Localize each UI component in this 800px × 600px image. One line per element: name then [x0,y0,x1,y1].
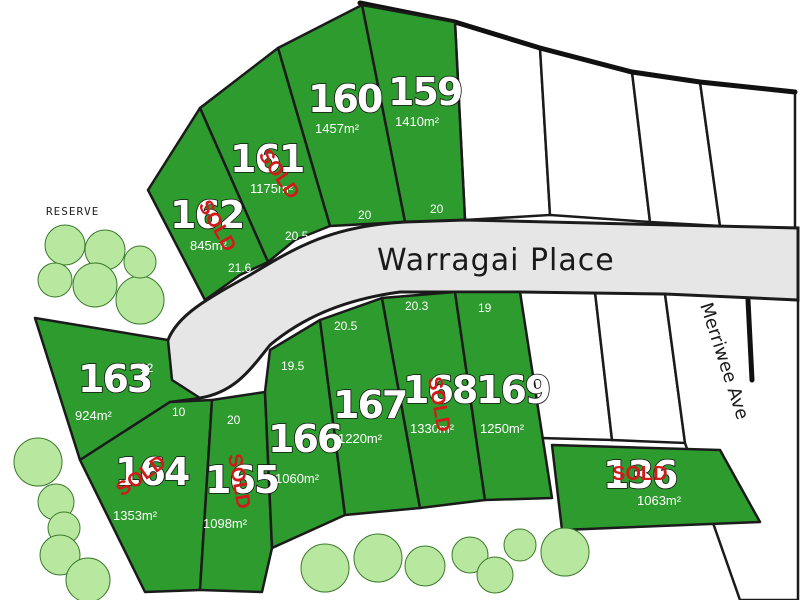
lot-161-frontage: 20.5 [285,229,309,243]
lot-169-area: 1250m² [480,421,525,436]
lot-166-area: 1060m² [275,471,320,486]
lot-159-number: 159 [388,70,462,114]
lot-136[interactable] [550,443,762,532]
lot-169-frontage: 19 [478,301,492,315]
lot-162[interactable] [146,106,270,302]
lot-159-area: 1410m² [395,114,440,129]
merriwee-edge-line [745,297,755,383]
lot-165-frontage: 20 [227,413,241,427]
tree [123,245,157,279]
lot-160-area: 1457m² [315,121,360,136]
lot-164-number: 164 [115,450,189,494]
lot-162-area: 845m² [190,238,228,253]
tree [503,528,537,562]
lot-161-number: 161 [230,137,303,181]
lot-163-frontage-side: 12 [140,361,154,375]
lot-136-sold-stamp: SOLD [612,463,668,485]
reserve-label: RESERVE [46,205,99,218]
tree [72,262,118,308]
lot-160-number: 160 [308,77,382,121]
lot-164-area: 1353m² [113,508,158,523]
tree [540,527,590,577]
tree [404,545,446,587]
tree [39,534,81,576]
lot-167-area: 1220m² [338,431,383,446]
lot-162-number: 162 [170,193,243,237]
tree [65,557,111,600]
lot-167-frontage: 20.5 [334,319,358,333]
tree [115,275,165,325]
lot-165-number: 165 [205,458,278,502]
lot-163-area: 924m² [75,408,113,423]
lot-161-area: 1175m² [250,181,294,196]
lot-168-number: 168 [403,368,477,412]
warragai-place-label: Warragai Place [377,243,615,278]
lot-168-area: 1330m² [410,421,455,436]
unlisted-lots-north [453,20,797,234]
lot-165[interactable] [198,390,274,594]
tree [37,262,73,298]
lot-160-frontage: 20 [358,208,372,222]
tree [476,556,514,594]
tree [300,543,350,593]
lot-169-number: 169 [476,368,550,412]
lot-163-number: 163 [78,357,151,401]
tree [353,533,403,583]
tree [13,437,63,487]
merriwee-ave-road [663,292,800,600]
lot-169[interactable] [453,290,554,502]
lot-166-frontage: 19.5 [281,359,305,373]
lot-136-area: 1063m² [637,493,682,508]
lot-163-frontage-front: 10 [172,405,186,419]
lot-167-number: 167 [333,383,406,427]
lot-166-number: 166 [268,417,342,461]
lot-168-frontage: 20.3 [405,299,429,313]
tree [44,224,86,266]
lot-159-frontage: 20 [430,202,444,216]
lot-162-frontage: 21.6 [228,261,252,275]
lot-136-number: 136 [603,453,677,497]
lot-165-area: 1098m² [203,516,248,531]
reserve-trees [13,224,590,600]
tree [451,536,489,574]
empty-lot-north-1 [453,20,552,222]
